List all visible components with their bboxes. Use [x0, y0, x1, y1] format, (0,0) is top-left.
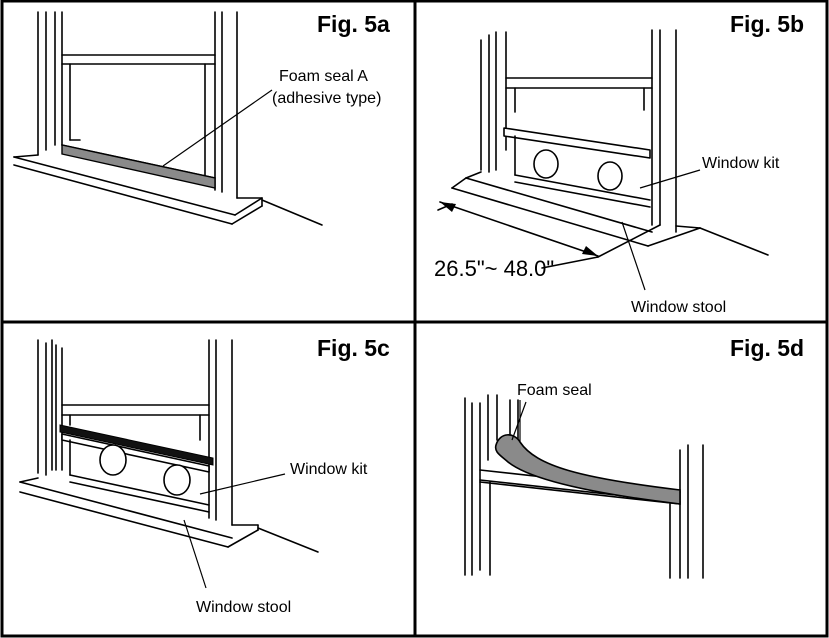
panel-fig-5a: Fig. 5a	[13, 11, 390, 226]
window-frame-drawing	[13, 11, 323, 226]
foam-seal-drawing	[464, 394, 704, 579]
foam-seal-label-5d: Foam seal	[517, 382, 592, 399]
window-stool-label-5b: Window stool	[631, 299, 726, 316]
window-kit-label-5c: Window kit	[290, 461, 368, 478]
window-kit-label-5b: Window kit	[702, 155, 780, 172]
adhesive-type-label: (adhesive type)	[272, 90, 381, 107]
foam-seal-strip-5c	[59, 424, 214, 466]
fig-5c-title: Fig. 5c	[317, 335, 390, 361]
fig-5b-title: Fig. 5b	[730, 11, 804, 37]
fig-5d-title: Fig. 5d	[730, 335, 804, 361]
window-stool-label-5c: Window stool	[196, 599, 291, 616]
panel-fig-5b: Fig. 5b	[434, 11, 804, 316]
foam-seal-a-strip	[61, 144, 216, 189]
panel-fig-5c: Fig. 5c	[19, 335, 390, 616]
foam-seal-a-label: Foam seal A	[279, 68, 368, 85]
window-kit-drawing	[437, 29, 769, 291]
window-kit-drawing	[19, 339, 319, 589]
panel-fig-5d: Fig. 5d Foam seal	[464, 335, 804, 579]
dimension-label: 26.5"~ 48.0"	[434, 256, 554, 281]
fig-5a-title: Fig. 5a	[317, 11, 390, 37]
